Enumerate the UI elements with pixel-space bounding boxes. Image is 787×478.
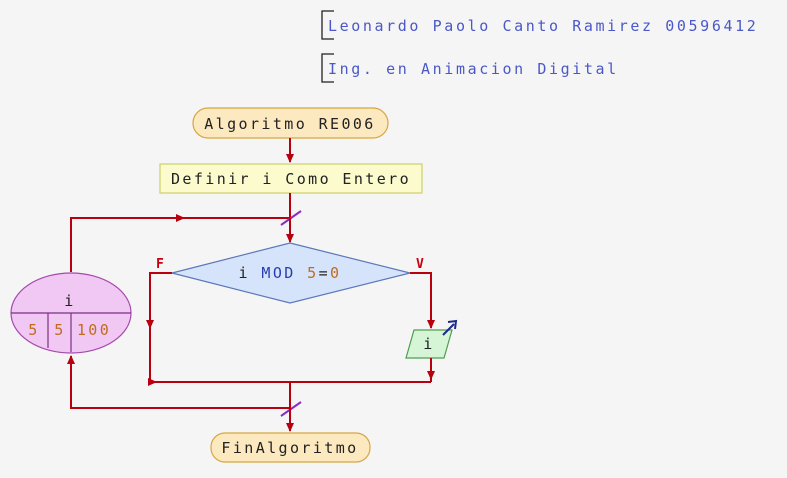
- author-comment-text: Leonardo Paolo Canto Ramirez 00596412: [328, 17, 758, 35]
- definition-process[interactable]: Definir i Como Entero: [159, 163, 423, 194]
- flow-loop-to-body: [70, 217, 290, 272]
- algoritmo-keyword: Algoritmo: [204, 115, 307, 133]
- for-loop-block[interactable]: i 5 5 100: [10, 272, 132, 354]
- flow-false-branch: [149, 272, 172, 382]
- loop-from: 5: [28, 321, 39, 339]
- end-label: FinAlgoritmo: [221, 439, 358, 457]
- start-terminal[interactable]: Algoritmo RE006: [192, 107, 389, 139]
- author-comment[interactable]: Leonardo Paolo Canto Ramirez 00596412: [321, 10, 758, 40]
- output-block[interactable]: i: [405, 329, 453, 359]
- end-terminal[interactable]: FinAlgoritmo: [210, 432, 371, 463]
- condition-value: 5: [307, 264, 318, 282]
- condition-text: i MOD 5=0: [239, 264, 342, 282]
- condition-eq: =: [319, 264, 330, 282]
- flow-back-to-loop: [67, 355, 290, 409]
- mod-operator: MOD: [261, 264, 295, 282]
- condition-var: i: [239, 264, 250, 282]
- program-comment-text: Ing. en Animacion Digital: [328, 60, 619, 78]
- output-text: i: [423, 335, 434, 353]
- false-branch-label: F: [156, 257, 164, 272]
- condition-decision[interactable]: i MOD 5=0: [171, 242, 411, 304]
- output-arrow-icon: [442, 319, 458, 336]
- algorithm-name: RE006: [319, 115, 376, 133]
- start-label: Algoritmo RE006: [204, 115, 375, 133]
- loop-variable: i: [64, 292, 75, 310]
- flow-true-branch: [410, 272, 435, 329]
- condition-rhs: 0: [330, 264, 341, 282]
- loop-to: 100: [77, 321, 111, 339]
- definition-text: Definir i Como Entero: [171, 170, 411, 188]
- loop-step: 5: [54, 321, 65, 339]
- program-comment[interactable]: Ing. en Animacion Digital: [321, 53, 619, 83]
- true-branch-label: V: [416, 257, 424, 272]
